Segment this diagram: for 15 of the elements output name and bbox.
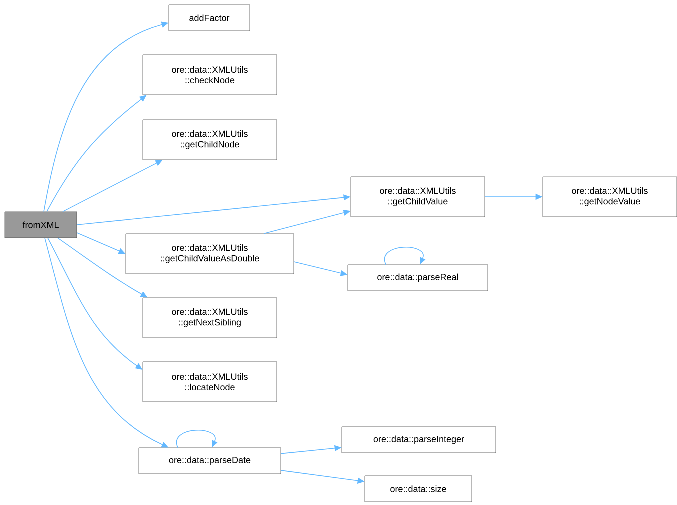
function-box: fromXML <box>4 212 78 238</box>
function-box: ore::data::parseDate <box>138 448 282 474</box>
arrow <box>176 430 218 448</box>
function-box: ore::data::XMLUtils ::getNodeValue <box>542 176 677 218</box>
function-box: ore::data::parseInteger <box>342 426 496 454</box>
function-box: ore::data::XMLUtils ::getChildValue <box>350 176 486 218</box>
arrow <box>384 247 426 266</box>
function-box: ore::data::XMLUtils ::getNextSibling <box>142 298 278 338</box>
function-box: ore::data::parseReal <box>348 264 488 292</box>
function-box: ore::data::XMLUtils ::getChildValueAsDouble <box>126 234 294 274</box>
function-box: ore::data::XMLUtils ::locateNode <box>142 362 278 402</box>
function-box: ore::data::XMLUtils ::checkNode <box>142 54 278 96</box>
function-box: addFactor <box>168 4 250 32</box>
function-box: ore::data::size <box>364 476 472 502</box>
function-box: ore::data::XMLUtils ::getChildNode <box>142 120 278 160</box>
